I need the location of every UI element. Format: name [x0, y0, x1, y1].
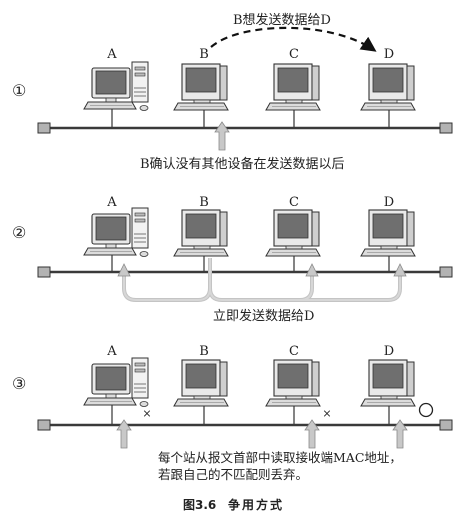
computer-a-label: A: [106, 195, 117, 210]
computer-b-icon: [173, 209, 229, 257]
row-1-top-label: B想发送数据给D: [233, 12, 331, 28]
computer-c-icon: [265, 209, 321, 257]
accept-mark-d-icon: [418, 402, 434, 418]
computer-a-icon: [83, 207, 149, 258]
computer-b-icon: [173, 359, 229, 407]
computer-c-icon: [265, 359, 321, 407]
computer-d-label: D: [384, 47, 394, 62]
computer-a-label: A: [106, 344, 117, 359]
cable-terminator-right: [439, 419, 453, 431]
computer-c-icon: [265, 63, 321, 111]
row-1-marker: ①: [12, 81, 26, 100]
reject-mark-c: ×: [322, 407, 331, 420]
row-2: ② A B C D 立即发送数据给D: [12, 195, 453, 324]
computer-b-label: B: [199, 195, 209, 210]
row-1-bottom-label: B确认没有其他设备在发送数据以后: [140, 156, 345, 172]
figure-caption: 图3.6 争用方式: [183, 497, 284, 512]
row-2-marker: ②: [12, 223, 26, 242]
broadcast-arrows: [117, 258, 407, 302]
cable-terminator-right: [439, 122, 453, 134]
reject-mark-a: ×: [142, 407, 151, 420]
receive-arrow-icon: [304, 419, 320, 449]
row-3-bottom-label-line2: 若跟自己的不匹配则丢弃。: [158, 467, 308, 482]
computer-b-label: B: [199, 344, 209, 359]
computer-c-label: C: [289, 195, 299, 210]
receive-arrow-icon: [116, 419, 132, 449]
cable-terminator-right: [439, 266, 453, 278]
row-1: ① B想发送数据给D A B C D B确认没有其他设备在发送数据以后: [12, 12, 453, 172]
computer-c-label: C: [289, 344, 299, 359]
computer-c-label: C: [289, 47, 299, 62]
sense-arrow-icon: [214, 121, 230, 151]
computer-a-icon: [83, 61, 149, 112]
computer-d-icon: [360, 209, 416, 257]
computer-d-icon: [360, 359, 416, 407]
row-3-marker: ③: [12, 374, 26, 393]
caption-figure-number: 图3.6: [183, 498, 216, 512]
computer-d-icon: [360, 63, 416, 111]
receive-arrow-icon: [392, 419, 408, 449]
row-3: ③ A B C D × × 每个站从报文首部中读取接收端MAC地址， 若跟自己的…: [12, 344, 453, 482]
row-2-bottom-label: 立即发送数据给D: [213, 308, 314, 324]
cable-terminator-left: [37, 419, 51, 431]
cable-terminator-left: [37, 266, 51, 278]
computer-d-label: D: [384, 195, 394, 210]
computer-d-label: D: [384, 344, 394, 359]
computer-b-label: B: [199, 47, 209, 62]
cable-terminator-left: [37, 122, 51, 134]
caption-title: 争用方式: [228, 497, 284, 512]
computer-a-icon: [83, 357, 149, 408]
row-3-bottom-label-line1: 每个站从报文首部中读取接收端MAC地址，: [158, 450, 402, 465]
computer-a-label: A: [106, 47, 117, 62]
computer-b-icon: [173, 63, 229, 111]
dashed-arrow-b-to-d: [210, 26, 377, 52]
